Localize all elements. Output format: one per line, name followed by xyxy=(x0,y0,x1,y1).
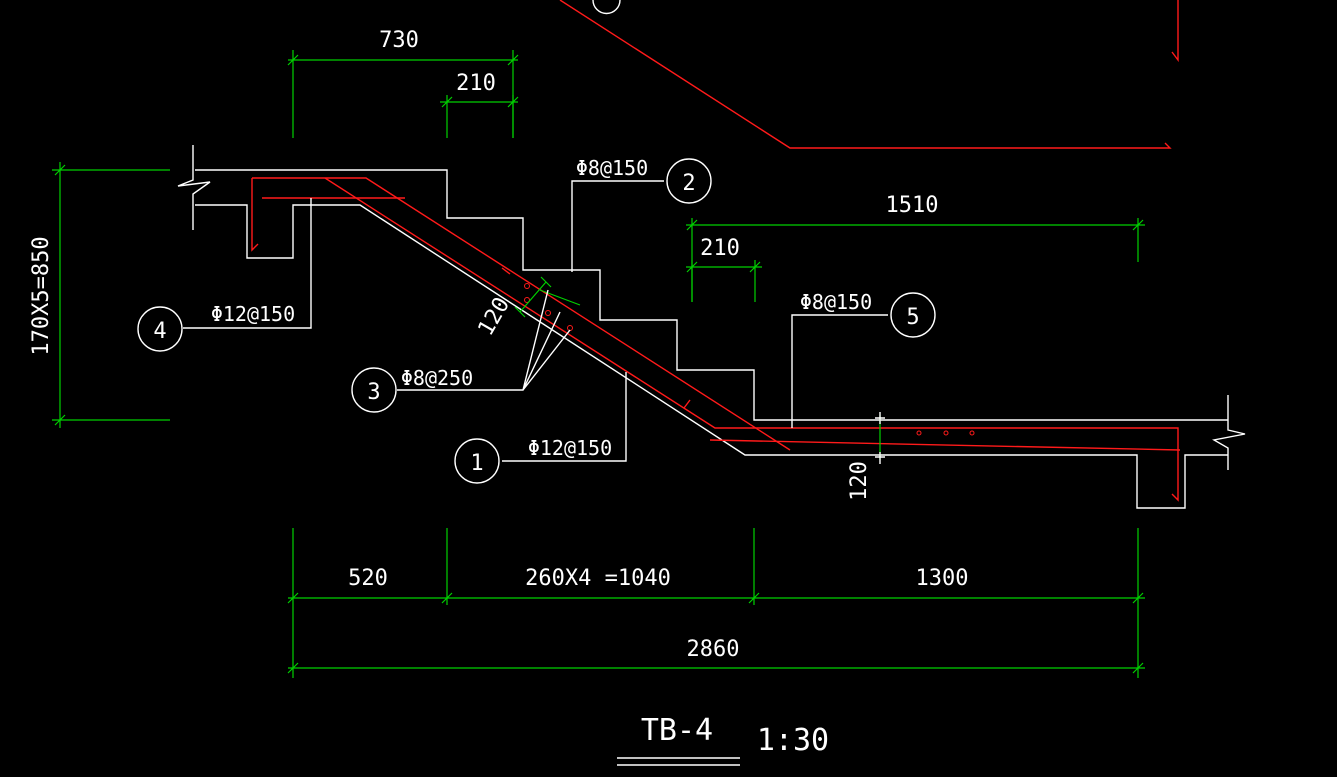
stair-bottom-surface xyxy=(195,204,1228,509)
callout-4: 4 Φ12@150 xyxy=(137,302,295,352)
upper-fragment xyxy=(559,0,1179,149)
callout-5: 5 Φ8@150 xyxy=(800,290,936,338)
rebar-dot xyxy=(943,430,949,436)
leader-4 xyxy=(183,198,312,329)
rebar-dot xyxy=(524,297,530,303)
callout-3: 3 Φ8@250 xyxy=(351,366,473,413)
callout-spec-3: Φ8@250 xyxy=(401,366,473,390)
leader-2 xyxy=(571,180,664,272)
callout-spec-1: Φ12@150 xyxy=(528,436,612,460)
dim-top-730 xyxy=(287,50,519,138)
callout-spec-5: Φ8@150 xyxy=(800,290,872,314)
callout-1: 1 Φ12@150 xyxy=(454,436,612,484)
title-scale: 1:30 xyxy=(757,723,829,758)
callout-bubble-3 xyxy=(351,367,397,413)
dim-text-1040: 260X4 =1040 xyxy=(525,566,671,591)
rebar-dot xyxy=(545,310,551,316)
dim-left-850 xyxy=(52,162,170,428)
left-break-line xyxy=(177,145,211,230)
dimension-lines xyxy=(52,50,1145,678)
callout-number-3: 3 xyxy=(367,380,380,405)
rebar-bottom-incline xyxy=(324,177,1179,502)
rebar xyxy=(251,177,1181,502)
drawing-title: TB-4 1:30 xyxy=(617,713,829,766)
callout-2: 2 Φ8@150 xyxy=(576,156,712,204)
dim-text-210-right: 210 xyxy=(700,236,740,261)
dim-text-520: 520 xyxy=(348,566,388,591)
leader-5 xyxy=(791,314,888,428)
leader-3 xyxy=(397,289,571,391)
rebar-bottom-flat xyxy=(709,439,1181,451)
dim-incline-120 xyxy=(514,276,581,318)
rebar-top-incline xyxy=(252,177,791,451)
callout-bubble-2 xyxy=(666,158,712,204)
dim-text-850: 170X5=850 xyxy=(29,236,54,355)
dim-right-210 xyxy=(686,260,762,302)
dim-text-1510: 1510 xyxy=(886,193,939,218)
callout-number-4: 4 xyxy=(153,319,166,344)
dim-text-120-flat: 120 xyxy=(847,461,872,501)
rebar-left-hook xyxy=(251,178,259,252)
upper-bubble-fragment xyxy=(592,0,621,15)
rebar-tick-1 xyxy=(501,267,511,275)
leader-1 xyxy=(502,372,627,462)
right-break-line xyxy=(1212,395,1246,470)
callout-bubble-4 xyxy=(137,306,183,352)
rebar-tick-2 xyxy=(683,399,691,409)
flat-thickness-ticks xyxy=(875,412,885,464)
callout-number-1: 1 xyxy=(470,451,483,476)
dim-text-1300: 1300 xyxy=(916,566,969,591)
title-underline xyxy=(617,757,740,766)
dim-bottom-total xyxy=(287,662,1145,674)
callout-leaders xyxy=(183,180,888,462)
dim-text-730: 730 xyxy=(379,28,419,53)
rebar-dot xyxy=(969,430,975,436)
callout-number-5: 5 xyxy=(906,305,919,330)
dim-top-210 xyxy=(440,95,519,138)
dim-text-120-incline: 120 xyxy=(474,293,516,340)
dimension-text: 730 210 170X5=850 1510 210 120 120 520 2… xyxy=(29,28,968,662)
dim-bottom-segments xyxy=(287,528,1145,678)
upper-rebar-line xyxy=(559,0,1172,149)
callout-bubble-1 xyxy=(454,438,500,484)
callout-number-2: 2 xyxy=(682,171,695,196)
dim-text-210-top: 210 xyxy=(456,71,496,96)
concrete-outline xyxy=(177,145,1246,509)
stair-top-surface xyxy=(195,169,1228,421)
rebar-dot xyxy=(916,430,922,436)
callout-spec-2: Φ8@150 xyxy=(576,156,648,180)
callout-bubble-5 xyxy=(890,292,936,338)
upper-rebar-hook xyxy=(1171,0,1179,63)
title-name: TB-4 xyxy=(641,713,713,748)
dim-text-2860: 2860 xyxy=(687,637,740,662)
rebar-dot xyxy=(524,283,530,289)
callout-spec-4: Φ12@150 xyxy=(211,302,295,326)
rebar-dot xyxy=(567,325,573,331)
